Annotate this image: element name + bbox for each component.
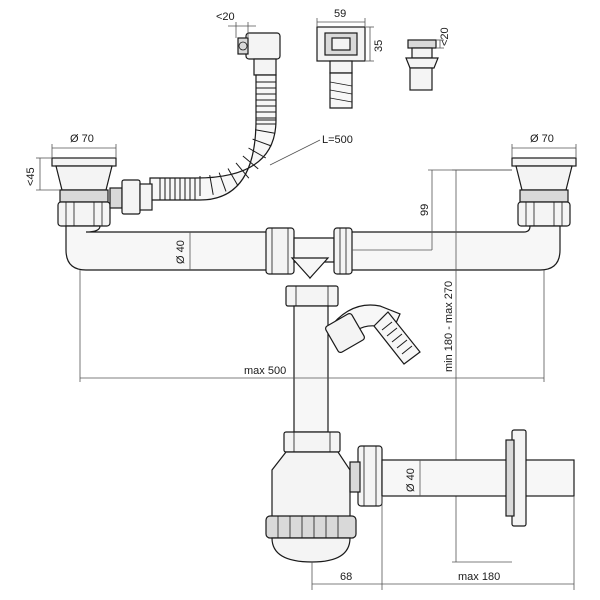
label-grille-height: 35 — [373, 40, 385, 52]
label-overall-width: max 500 — [244, 365, 286, 377]
label-basket-depth: <45 — [25, 167, 37, 186]
hose-rib — [209, 175, 214, 195]
label-branch-offset: 99 — [419, 204, 431, 216]
overflow-connector-left — [237, 32, 281, 76]
hose-rib — [227, 168, 239, 187]
outlet-pipe — [381, 429, 575, 527]
label-stopper-thickness: <20 — [439, 27, 451, 46]
dim-pipe-diameter-upper: Ø 40 — [175, 232, 191, 270]
basket-waste-right — [511, 157, 577, 227]
hose-rib — [242, 155, 259, 170]
dim-grille-width: 59 — [316, 8, 366, 27]
spigot-ribs — [381, 321, 413, 355]
dim-basket-diameter-right: Ø 70 — [511, 133, 577, 158]
label-basket-diameter-left: Ø 70 — [70, 133, 94, 145]
hose-rib — [235, 162, 250, 179]
flex-hose — [149, 74, 277, 201]
label-pipe-diameter-upper: Ø 40 — [175, 240, 187, 264]
label-grille-width: 59 — [334, 8, 346, 20]
label-overall-height: min 180 - max 270 — [443, 281, 455, 372]
vertical-downpipe — [283, 285, 341, 453]
label-outlet-diameter: Ø 40 — [405, 468, 417, 492]
hose-rib — [218, 172, 227, 192]
dim-overflow-thickness-left: <20 — [216, 11, 256, 38]
label-outlet-length: max 180 — [458, 571, 500, 583]
tee-fitting — [265, 227, 353, 280]
hose-rib — [252, 138, 272, 147]
dim-flex-hose-length: L=500 — [269, 134, 353, 166]
outlet-nut — [349, 445, 383, 507]
bottle-trap — [265, 451, 357, 563]
dim-grille-height: 35 — [366, 26, 385, 62]
hose-rib — [255, 129, 275, 134]
label-overflow-thickness-left: <20 — [216, 11, 235, 23]
dim-basket-depth: <45 — [25, 157, 60, 191]
dim-stopper-thickness: <20 — [436, 27, 451, 49]
dim-basket-diameter-left: Ø 70 — [51, 133, 117, 158]
label-basket-diameter-right: Ø 70 — [530, 133, 554, 145]
dim-outlet-length: max 180 — [382, 496, 575, 590]
overflow-spigot — [109, 179, 153, 215]
appliance-spigot — [325, 304, 421, 365]
stopper-plug — [405, 39, 439, 91]
overflow-grille — [316, 26, 366, 109]
connecting-pipe — [65, 225, 561, 271]
basket-waste-left — [51, 157, 117, 227]
hose-rib — [248, 147, 267, 159]
dim-outlet-diameter: Ø 40 — [405, 460, 421, 496]
dim-overall-height: min 180 - max 270 — [443, 169, 512, 563]
label-flex-hose-length: L=500 — [322, 134, 353, 146]
label-trap-offset: 68 — [340, 571, 352, 583]
dim-overall-width: max 500 — [79, 270, 545, 382]
dim-trap-offset: 68 — [311, 496, 383, 590]
